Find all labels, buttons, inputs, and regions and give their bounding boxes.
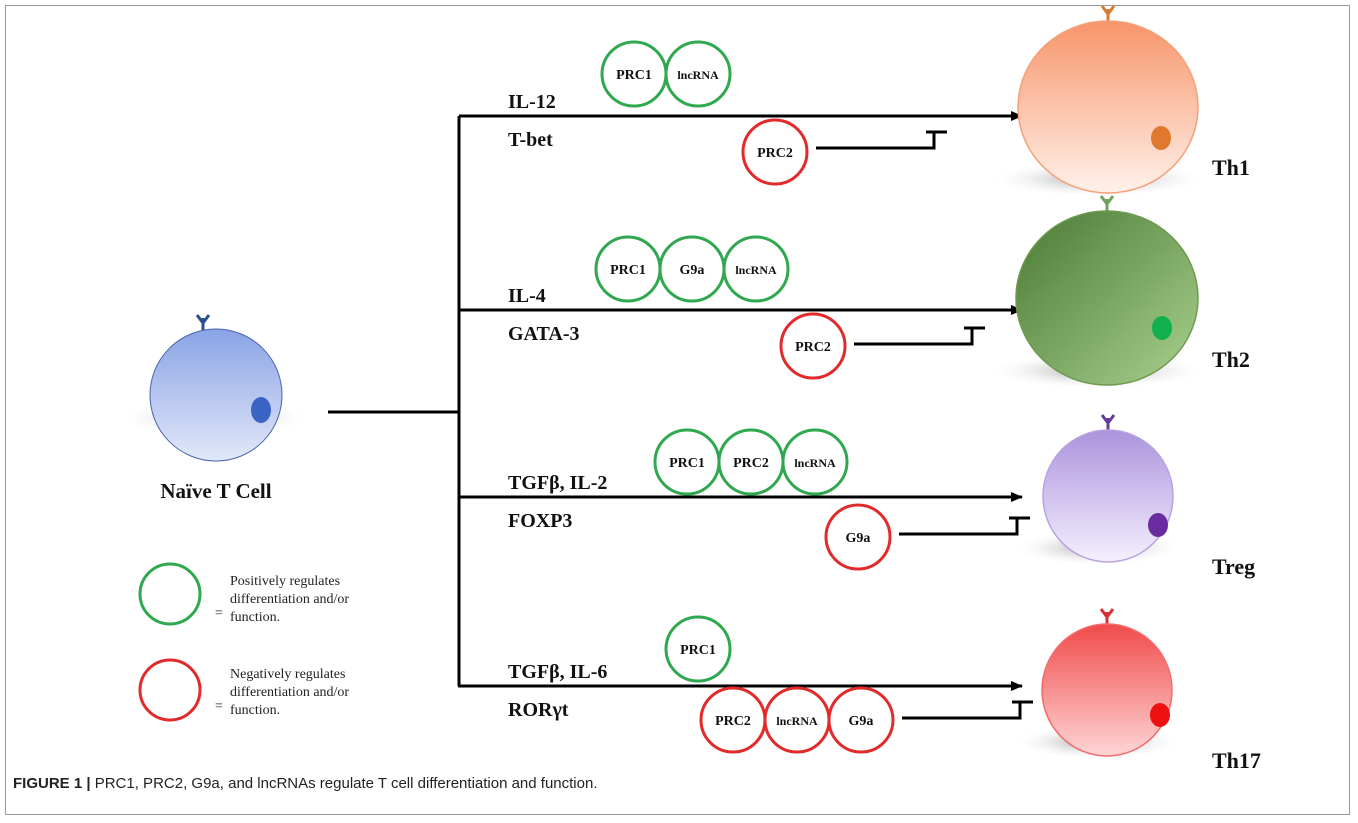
- negative-regulator-label: G9a: [849, 714, 874, 729]
- positive-regulator-circle: [781, 428, 849, 496]
- target-cell-label: Th1: [1212, 155, 1250, 180]
- legend-positive: = Positively regulates differentiation a…: [138, 562, 349, 626]
- naive-cell-label: Naïve T Cell: [160, 479, 271, 503]
- negative-regulator-label: PRC2: [715, 714, 751, 729]
- legend-negative-symbol: =: [215, 699, 223, 714]
- transcription-factor-label: T-bet: [508, 129, 553, 151]
- signal-label: IL-4: [508, 285, 546, 307]
- legend: = Positively regulates differentiation a…: [138, 562, 349, 722]
- caption-text: PRC1, PRC2, G9a, and lncRNAs regulate T …: [90, 775, 598, 792]
- legend-positive-circle: [138, 562, 202, 626]
- legend-negative-line-2: differentiation and/or: [230, 685, 349, 700]
- cell-body: [1017, 20, 1199, 194]
- signal-label: TGFβ, IL-6: [508, 661, 607, 683]
- cell-nucleus: [1152, 316, 1172, 340]
- target-cell-label: Th17: [1212, 748, 1261, 773]
- legend-positive-line-3: function.: [230, 610, 280, 625]
- cell-body: [1041, 623, 1173, 757]
- positive-regulator-label: lncRNA: [735, 263, 777, 277]
- positive-regulator-label: G9a: [680, 263, 705, 278]
- positive-regulator-label: PRC1: [680, 643, 716, 658]
- target-cell-th1: [988, 5, 1208, 197]
- signal-label: IL-12: [508, 91, 556, 113]
- receptor-icon: [1099, 608, 1115, 624]
- target-cell-label: Th2: [1212, 347, 1250, 372]
- signal-label: TGFβ, IL-2: [508, 472, 607, 494]
- positive-regulator-circle: [664, 40, 732, 108]
- negative-regulator-label: lncRNA: [776, 714, 818, 728]
- receptor-icon: [1099, 195, 1115, 211]
- legend-positive-line-2: differentiation and/or: [230, 592, 349, 607]
- target-cell-label: Treg: [1212, 554, 1255, 579]
- negative-regulator-circle: [779, 312, 847, 380]
- caption-label: FIGURE 1 |: [13, 775, 91, 792]
- negative-regulator-label: PRC2: [795, 340, 831, 355]
- legend-negative-circle: [138, 658, 202, 722]
- transcription-factor-label: FOXP3: [508, 510, 572, 532]
- target-cell-th2: [986, 195, 1208, 389]
- negative-regulator-circle: [824, 503, 892, 571]
- inhibition-bar: [902, 700, 1033, 720]
- negative-regulator-circle: [827, 686, 895, 754]
- inhibition-bar: [854, 326, 985, 346]
- legend-negative-line-1: Negatively regulates: [230, 667, 345, 682]
- cell-body: [1015, 210, 1199, 386]
- cell-nucleus: [1150, 703, 1170, 727]
- positive-regulator-label: PRC1: [669, 456, 705, 471]
- positive-regulator-label: PRC1: [616, 68, 652, 83]
- legend-positive-line-1: Positively regulates: [230, 574, 340, 589]
- target-cell-th17: [1012, 608, 1182, 760]
- inhibition-bar: [899, 516, 1030, 536]
- negative-regulator-label: PRC2: [757, 146, 793, 161]
- receptor-icon: [1100, 414, 1116, 430]
- naive-receptor-icon: [195, 314, 211, 330]
- naive-t-cell: [120, 314, 310, 462]
- cell-nucleus: [1148, 513, 1168, 537]
- target-cell-treg: [1013, 414, 1183, 566]
- transcription-factor-label: GATA-3: [508, 323, 579, 345]
- positive-regulator-label: PRC2: [733, 456, 769, 471]
- pathway-trunk: [328, 116, 560, 688]
- inhibition-bar: [816, 130, 947, 150]
- legend-negative-line-3: function.: [230, 703, 280, 718]
- transcription-factor-label: RORγt: [508, 699, 569, 721]
- negative-regulator-label: G9a: [846, 531, 871, 546]
- receptor-icon: [1100, 5, 1116, 21]
- naive-nucleus: [251, 397, 271, 423]
- negative-regulator-circle: [741, 118, 809, 186]
- positive-regulator-circle: [664, 615, 732, 683]
- legend-negative: = Negatively regulates differentiation a…: [138, 658, 349, 722]
- positive-regulator-circle: [722, 235, 790, 303]
- cell-body: [1042, 429, 1174, 563]
- figure-caption: FIGURE 1 | PRC1, PRC2, G9a, and lncRNAs …: [13, 775, 1343, 792]
- legend-positive-symbol: =: [215, 606, 223, 621]
- cell-nucleus: [1151, 126, 1171, 150]
- positive-regulator-label: lncRNA: [677, 68, 719, 82]
- positive-regulator-label: lncRNA: [794, 456, 836, 470]
- positive-regulator-label: PRC1: [610, 263, 646, 278]
